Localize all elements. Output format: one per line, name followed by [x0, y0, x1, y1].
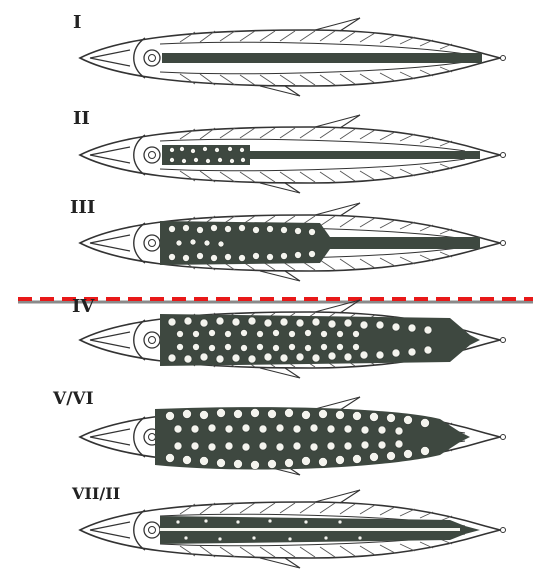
stage-7-2-fish — [80, 490, 506, 568]
stage-label-3: III — [70, 197, 95, 218]
stage-2-fish — [80, 115, 506, 193]
stage-3-fish — [80, 203, 506, 281]
stage-label-7-2: VII/II — [71, 484, 120, 503]
stage-label-5-6: V/VI — [52, 389, 94, 409]
stage-label-1: I — [73, 12, 81, 33]
gonad-gap — [160, 528, 460, 531]
stage-label-4: IV — [72, 296, 95, 317]
gonad-strand — [162, 53, 482, 63]
stage-label-2: II — [73, 108, 90, 129]
stage-4-fish — [80, 300, 506, 378]
stage-1-fish — [80, 18, 506, 96]
stage-5-6-fish — [80, 397, 506, 475]
